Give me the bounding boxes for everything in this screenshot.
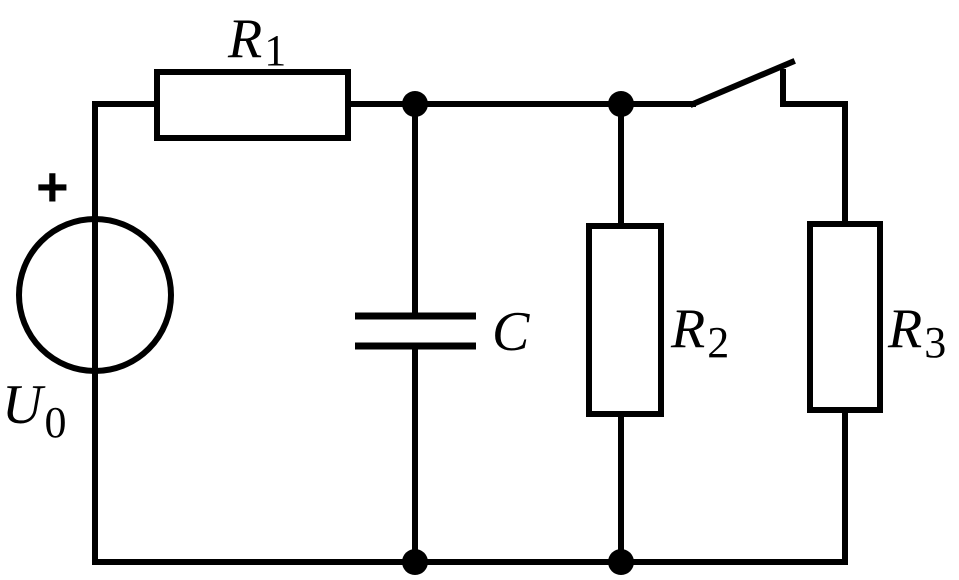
r2-label: R2 (670, 298, 729, 367)
r3-label-symbol: R (887, 298, 922, 360)
source-label-symbol: U (2, 374, 46, 436)
r3-label-subscript: 3 (924, 318, 946, 367)
r2-label-symbol: R (670, 298, 705, 360)
switch (689, 58, 796, 108)
capacitor-label: C (492, 301, 530, 363)
r1-label-subscript: 1 (264, 26, 286, 75)
source-polarity-label: + (36, 155, 69, 218)
junction-dot (608, 91, 634, 117)
source-label-subscript: 0 (44, 398, 66, 447)
r1-label-symbol: R (227, 8, 262, 70)
junctions (402, 91, 634, 575)
resistor-r1 (154, 69, 351, 141)
source-label: U0 (2, 374, 66, 447)
r1-label: R1 (227, 8, 286, 75)
capacitor (355, 312, 476, 350)
junction-dot (608, 549, 634, 575)
r3-label: R3 (887, 298, 946, 367)
junction-dot (402, 549, 428, 575)
switch-blade (689, 58, 796, 108)
resistor-r3 (807, 221, 883, 413)
wires (92, 101, 848, 565)
junction-dot (402, 91, 428, 117)
resistor-r2 (586, 223, 664, 417)
r2-label-subscript: 2 (707, 318, 729, 367)
voltage-source (16, 216, 174, 374)
